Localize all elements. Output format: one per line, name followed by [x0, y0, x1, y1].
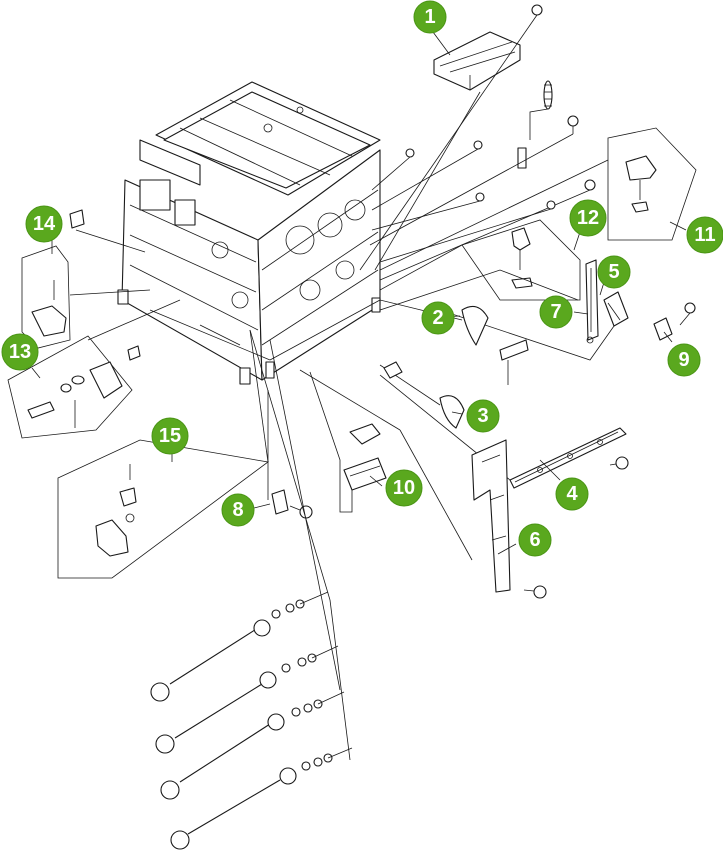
callout-12-label: 12	[577, 207, 599, 229]
callout-14-label: 14	[33, 213, 56, 235]
callout-9-label: 9	[678, 349, 689, 371]
callout-11: 11	[687, 217, 723, 253]
callout-10-label: 10	[393, 477, 415, 499]
callout-8: 8	[222, 494, 254, 526]
callout-12: 12	[570, 200, 606, 236]
part-15-group	[58, 330, 268, 578]
part-10-bracket	[310, 372, 386, 512]
callout-6: 6	[519, 524, 551, 556]
callout-13: 13	[2, 334, 38, 370]
part-12-group	[380, 201, 580, 300]
callout-9: 9	[668, 344, 700, 376]
callout-11-label: 11	[694, 224, 715, 246]
part-8-bracket	[268, 362, 402, 518]
callout-15: 15	[152, 418, 188, 454]
callout-10: 10	[386, 470, 422, 506]
callout-8-label: 8	[232, 499, 243, 521]
part-1-assembly	[360, 5, 542, 270]
callout-2-label: 2	[432, 307, 443, 329]
part-13-group	[8, 300, 180, 438]
callout-2: 2	[422, 302, 454, 334]
callout-15-label: 15	[159, 425, 181, 447]
callout-7-label: 7	[550, 301, 561, 323]
callout-5-label: 5	[608, 261, 619, 283]
part-6-plate	[300, 370, 546, 598]
callout-6-label: 6	[529, 529, 540, 551]
callout-5: 5	[598, 256, 630, 288]
callout-7: 7	[540, 296, 572, 328]
part-11-group	[380, 128, 696, 280]
callout-14: 14	[26, 206, 62, 242]
callout-1-label: 1	[424, 6, 435, 28]
main-chassis-frame	[118, 82, 380, 384]
callout-4-label: 4	[566, 483, 578, 505]
callout-3-label: 3	[477, 405, 488, 427]
callout-3: 3	[467, 400, 499, 432]
callout-13-label: 13	[9, 341, 31, 363]
callout-4: 4	[556, 478, 588, 510]
callout-1: 1	[414, 1, 446, 33]
